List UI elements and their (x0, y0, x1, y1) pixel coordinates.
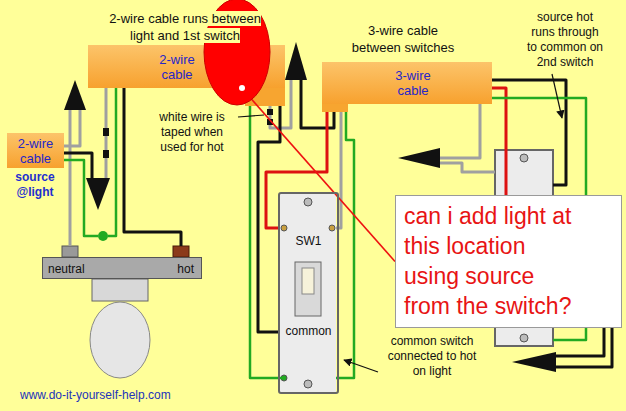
mounting-screw (520, 154, 528, 162)
wire-nut (285, 42, 307, 80)
callout-text: can i add light at this location using s… (404, 201, 582, 321)
label-box: 2-wire cable runs between light and 1st … (102, 10, 268, 44)
red-wire (492, 88, 506, 200)
white-wire (69, 110, 72, 246)
ground-splice (98, 231, 108, 241)
label-box: 3-wire cable between switches (343, 22, 463, 56)
annotation: source hot runs through to common on 2nd… (527, 10, 603, 69)
heading-note: 2-wire cable runs between light and 1st … (109, 11, 261, 43)
light-bulb (90, 302, 150, 378)
black-wire (63, 153, 92, 178)
label-box: white wire is taped when used for hot (152, 110, 232, 155)
black-wire (258, 106, 280, 332)
tape-mark (103, 128, 109, 136)
watermark: www.do-it-yourself-help.com (20, 388, 171, 402)
label-box: source hot runs through to common on 2nd… (525, 10, 605, 70)
label-box: source @light (4, 170, 66, 200)
hot-terminal (173, 246, 189, 257)
mounting-screw (304, 380, 312, 388)
tape-mark (103, 150, 109, 158)
neutral-terminal (62, 246, 78, 257)
cable-label: 3-wire cable (387, 68, 439, 98)
white-wire (440, 163, 495, 172)
leader-line (238, 115, 264, 117)
toggle-lever (302, 268, 314, 294)
mounting-screw (304, 198, 312, 206)
cable-band: 2-wire cable (88, 45, 285, 88)
switch-label: SW1 (280, 234, 337, 248)
label-box: www.do-it-yourself-help.com (20, 388, 220, 403)
leader-arrow (552, 74, 562, 118)
switch-body (280, 194, 336, 392)
tape-mark (267, 109, 273, 115)
cable-label: 2-wire cable (151, 52, 203, 82)
annotation: common switch connected to hot on light (388, 334, 477, 378)
annotation: white wire is taped when used for hot (159, 110, 224, 154)
switch-plate: SW1 common (278, 192, 339, 394)
terminal-screw (329, 225, 335, 231)
label-box: common switch connected to hot on light (382, 334, 482, 379)
terminal-screw (281, 225, 287, 231)
cable-band-end (245, 86, 285, 106)
wire-nut (64, 80, 86, 110)
leader-arrow (344, 360, 378, 372)
callout-box: can i add light at this location using s… (395, 195, 622, 328)
white-wire (440, 104, 480, 158)
wire-nut (512, 352, 556, 372)
lamp-base (92, 279, 148, 301)
source-note: source @light (15, 170, 54, 199)
switch-label: common (280, 324, 337, 338)
wire-nut (86, 178, 110, 210)
terminal-label: hot (177, 262, 194, 276)
black-wire (492, 80, 566, 185)
mounting-screw (520, 334, 528, 342)
ground-wire (63, 160, 98, 236)
wire-nut (398, 148, 440, 168)
terminal-label: neutral (48, 262, 85, 276)
heading-note: 3-wire cable between switches (352, 23, 455, 55)
leader-line (242, 88, 395, 262)
fixture-plate: neutral hot (42, 257, 202, 279)
red-wire (266, 112, 327, 228)
cable-band: 3-wire cable (322, 62, 492, 104)
marker-dot (239, 85, 245, 91)
cable-band: 2-wire cable (7, 133, 64, 168)
toggle-frame (295, 262, 321, 316)
ground-wire (108, 88, 116, 236)
cable-label: 2-wire cable (10, 136, 62, 166)
